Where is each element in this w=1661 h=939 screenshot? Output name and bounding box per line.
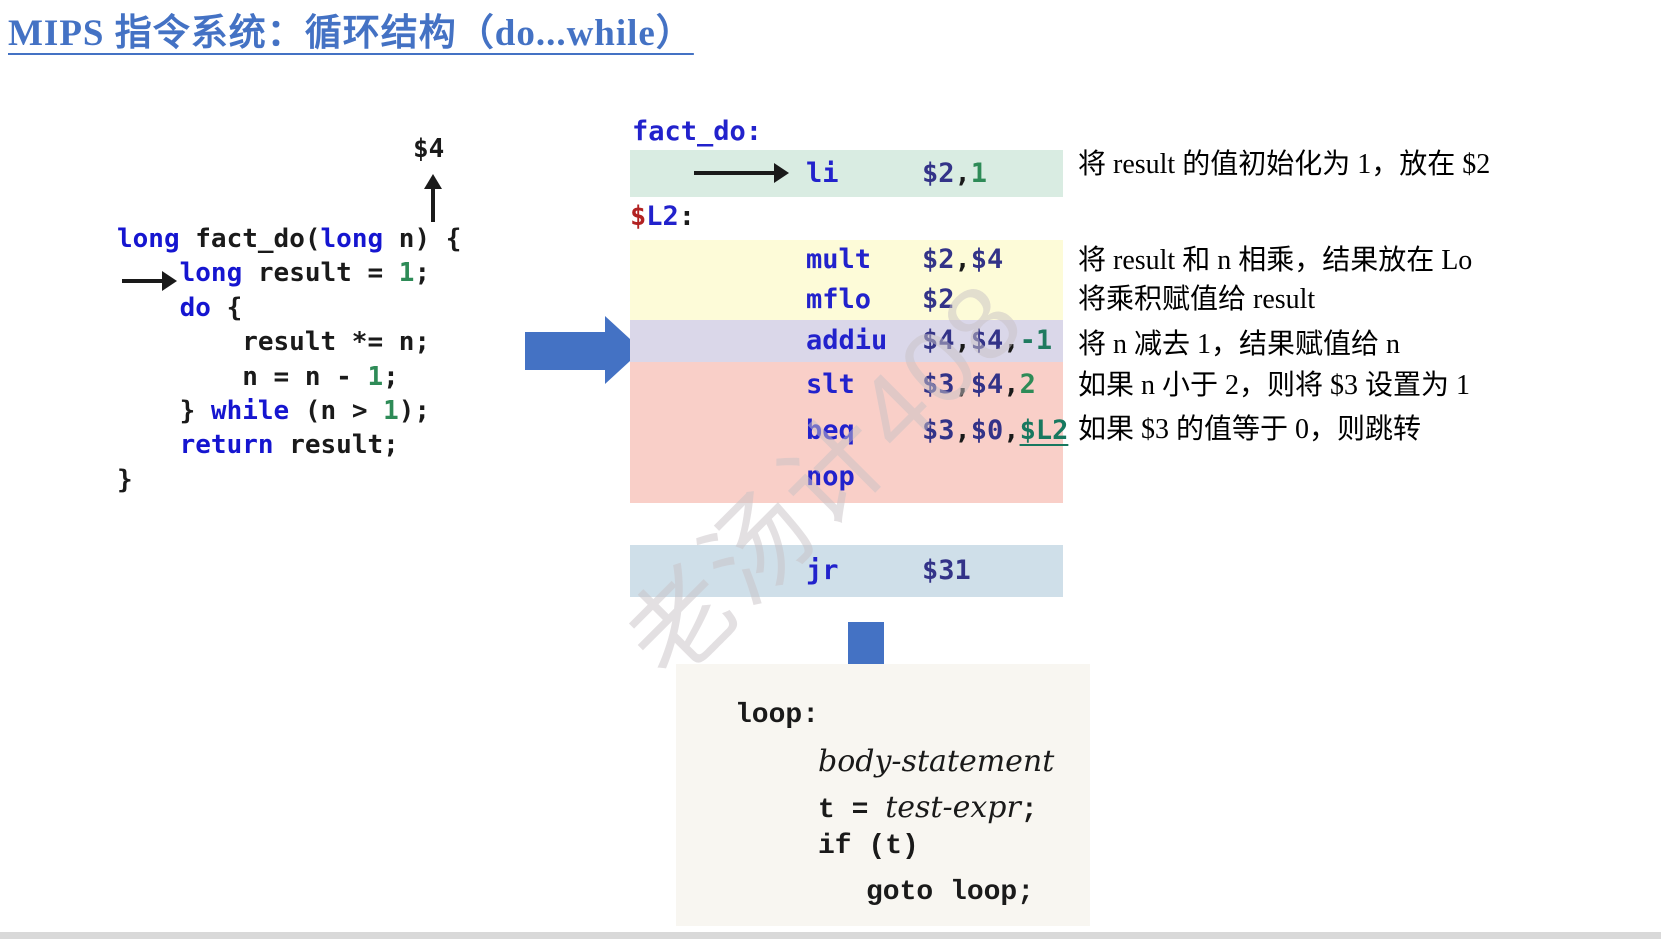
c-code-line: } [117, 464, 133, 495]
pseudocode-scan-background [676, 664, 1090, 926]
annotation-slt: 如果 n 小于 2，则将 $3 设置为 1 [1078, 370, 1471, 401]
mnemonic: nop [806, 461, 855, 492]
assembly-row-beq: beq $3,$0,$L2 [630, 408, 1068, 454]
assembly-row-nop: nop [630, 454, 1063, 500]
assembly-row-slt: slt $3,$4,2 [630, 362, 1063, 408]
page-title: MIPS 指令系统：循环结构（do...while） [8, 13, 694, 54]
mnemonic: mult [806, 244, 872, 275]
c-code-line: do { [179, 292, 243, 323]
assembly-row-addiu: addiu $4,$4,-1 [630, 320, 1063, 362]
register-4-label: $4 [413, 134, 445, 164]
assembly-rows-slt-beq-nop: slt $3,$4,2 beq $3,$0,$L2 nop [630, 362, 1068, 503]
assembly-row-jr: jr $31 [630, 545, 1063, 597]
mnemonic: jr [806, 555, 839, 586]
mnemonic: beq [806, 415, 855, 446]
c-code-line: long fact_do(long n) { [117, 224, 462, 254]
annotation-mult: 将 result 和 n 相乘，结果放在 Lo [1078, 245, 1473, 276]
bottom-divider-bar [0, 932, 1661, 939]
annotation-beq: 如果 $3 的值等于 0，则跳转 [1078, 414, 1422, 445]
pseudocode-assign-line: t = test-expr; [818, 790, 1038, 826]
assembly-label-fact-do: fact_do: [632, 116, 763, 147]
c-code-line: long result = 1; [179, 258, 431, 289]
assembly-rows-mult-mflo: mult $2,$4 mflo $2 [630, 240, 1063, 320]
c-code-line: n = n - 1; [117, 361, 399, 392]
assembly-label-L2: $L2: [630, 201, 696, 232]
assembly-row-mult: mult $2,$4 [630, 240, 1063, 280]
pseudocode-goto-line: goto loop; [866, 877, 1035, 908]
annotation-addiu: 将 n 减去 1，结果赋值给 n [1078, 329, 1401, 360]
annotation-li: 将 result 的值初始化为 1，放在 $2 [1078, 149, 1491, 180]
c-code-line: } while (n > 1); [117, 395, 431, 426]
pseudocode-loop-label: loop: [735, 700, 820, 731]
mnemonic: slt [806, 369, 855, 400]
mnemonic: mflo [806, 284, 872, 315]
mnemonic: addiu [806, 325, 888, 356]
pseudocode-body-statement: body-statement [818, 744, 1055, 779]
mnemonic: li [806, 158, 839, 189]
c-code-line: result *= n; [117, 327, 431, 358]
c-code-line: return result; [179, 430, 399, 461]
c-code-block: long fact_do(long n) { long result = 1; … [117, 222, 461, 497]
assembly-row-mflo: mflo $2 [630, 280, 1063, 320]
pseudocode-if-line: if (t) [818, 831, 919, 862]
annotation-mflo: 将乘积赋值给 result [1078, 284, 1316, 315]
